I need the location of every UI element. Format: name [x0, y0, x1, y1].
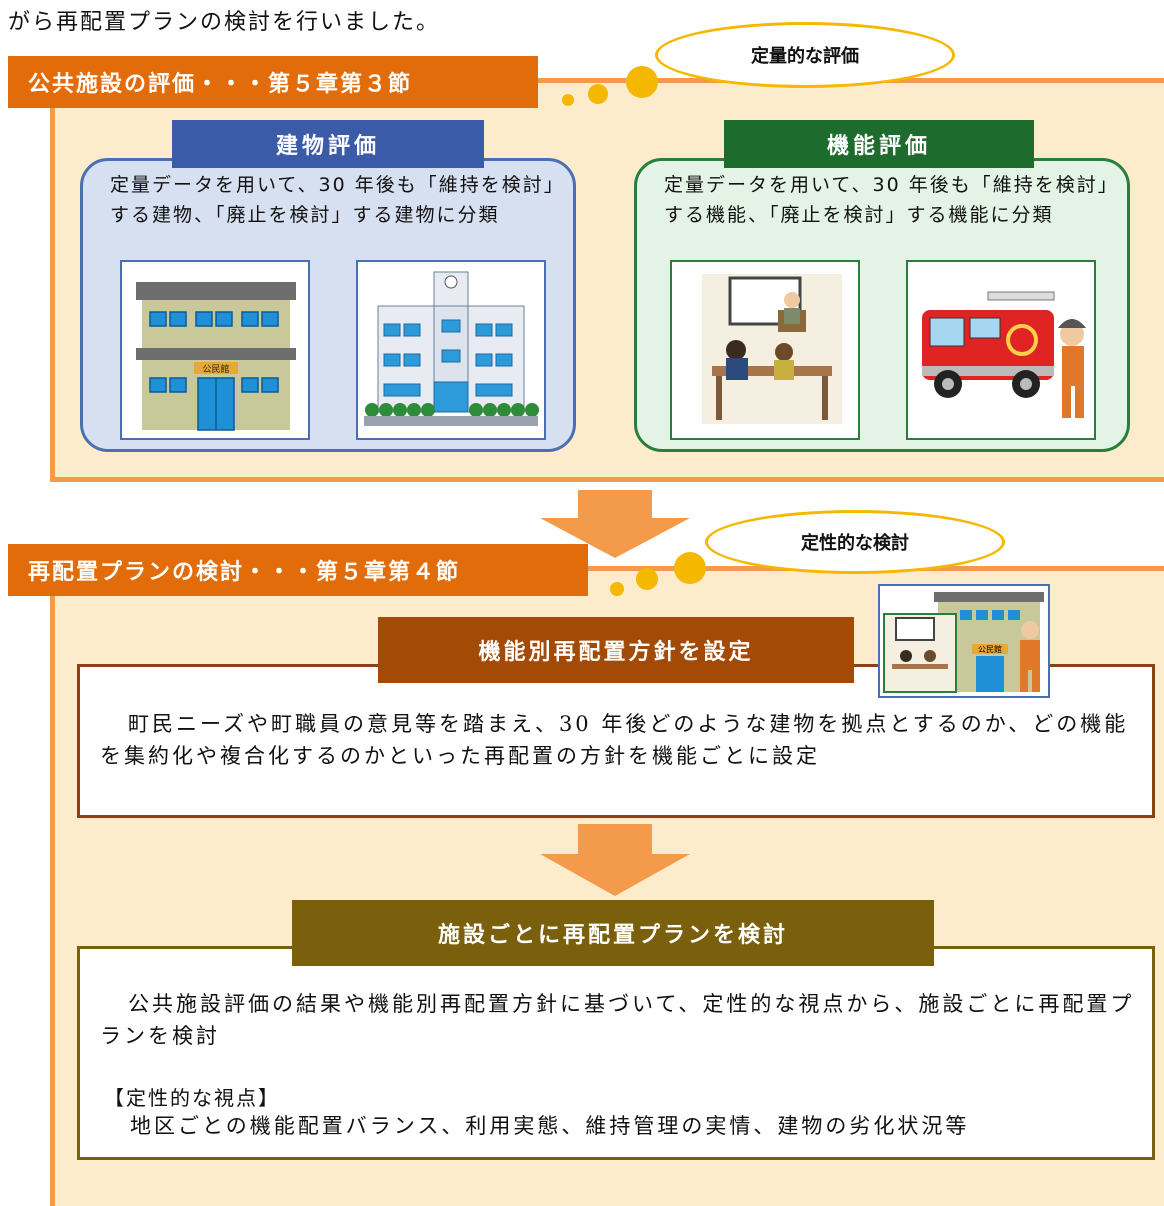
thought-dot [562, 94, 574, 106]
plan-box [77, 946, 1155, 1160]
qualitative-review-bubble: 定性的な検討 [705, 510, 1005, 574]
plan-title: 施設ごとに再配置プランを検討 [292, 900, 934, 966]
viewpoint-label: 【定性的な視点】 [104, 1086, 280, 1110]
thought-dot [610, 582, 624, 596]
section2-header: 再配置プランの検討・・・第５章第４節 [8, 544, 588, 596]
policy-title: 機能別再配置方針を設定 [378, 617, 854, 683]
thought-dot [674, 552, 706, 584]
building-eval-title: 建物評価 [172, 120, 484, 168]
section1-header: 公共施設の評価・・・第５章第３節 [8, 56, 538, 108]
policy-text: 町民ニーズや町職員の意見等を踏まえ、30 年後どのような建物を拠点とするのか、ど… [100, 712, 1129, 768]
intro-text: がら再配置プランの検討を行いました。 [8, 10, 441, 35]
plan-text: 公共施設評価の結果や機能別再配置方針に基づいて、定性的な視点から、施設ごとに再配… [100, 992, 1135, 1048]
down-arrow-2 [540, 824, 690, 896]
mini-hall-sign: 公民館 [978, 644, 1002, 654]
down-arrow-1 [540, 490, 690, 558]
thought-dot [636, 568, 658, 590]
thought-dot [588, 84, 608, 104]
building-eval-text: 定量データを用いて、30 年後も「維持を検討」する建物、「廃止を検討」する建物に… [110, 174, 556, 226]
school-building-image [356, 260, 546, 440]
meeting-room-image [670, 260, 860, 440]
thought-dot [626, 66, 658, 98]
combined-facility-image: 公民館 [878, 584, 1050, 698]
function-eval-title: 機能評価 [724, 120, 1034, 168]
fire-truck-image [906, 260, 1096, 440]
function-eval-text: 定量データを用いて、30 年後も「維持を検討」する機能、「廃止を検討」する機能に… [664, 174, 1110, 226]
community-hall-image: 公民館 [120, 260, 310, 440]
community-hall-sign: 公民館 [202, 363, 229, 375]
quantitative-eval-bubble: 定量的な評価 [655, 22, 955, 88]
viewpoint-text: 地区ごとの機能配置バランス、利用実態、維持管理の実情、建物の劣化状況等 [130, 1114, 970, 1138]
